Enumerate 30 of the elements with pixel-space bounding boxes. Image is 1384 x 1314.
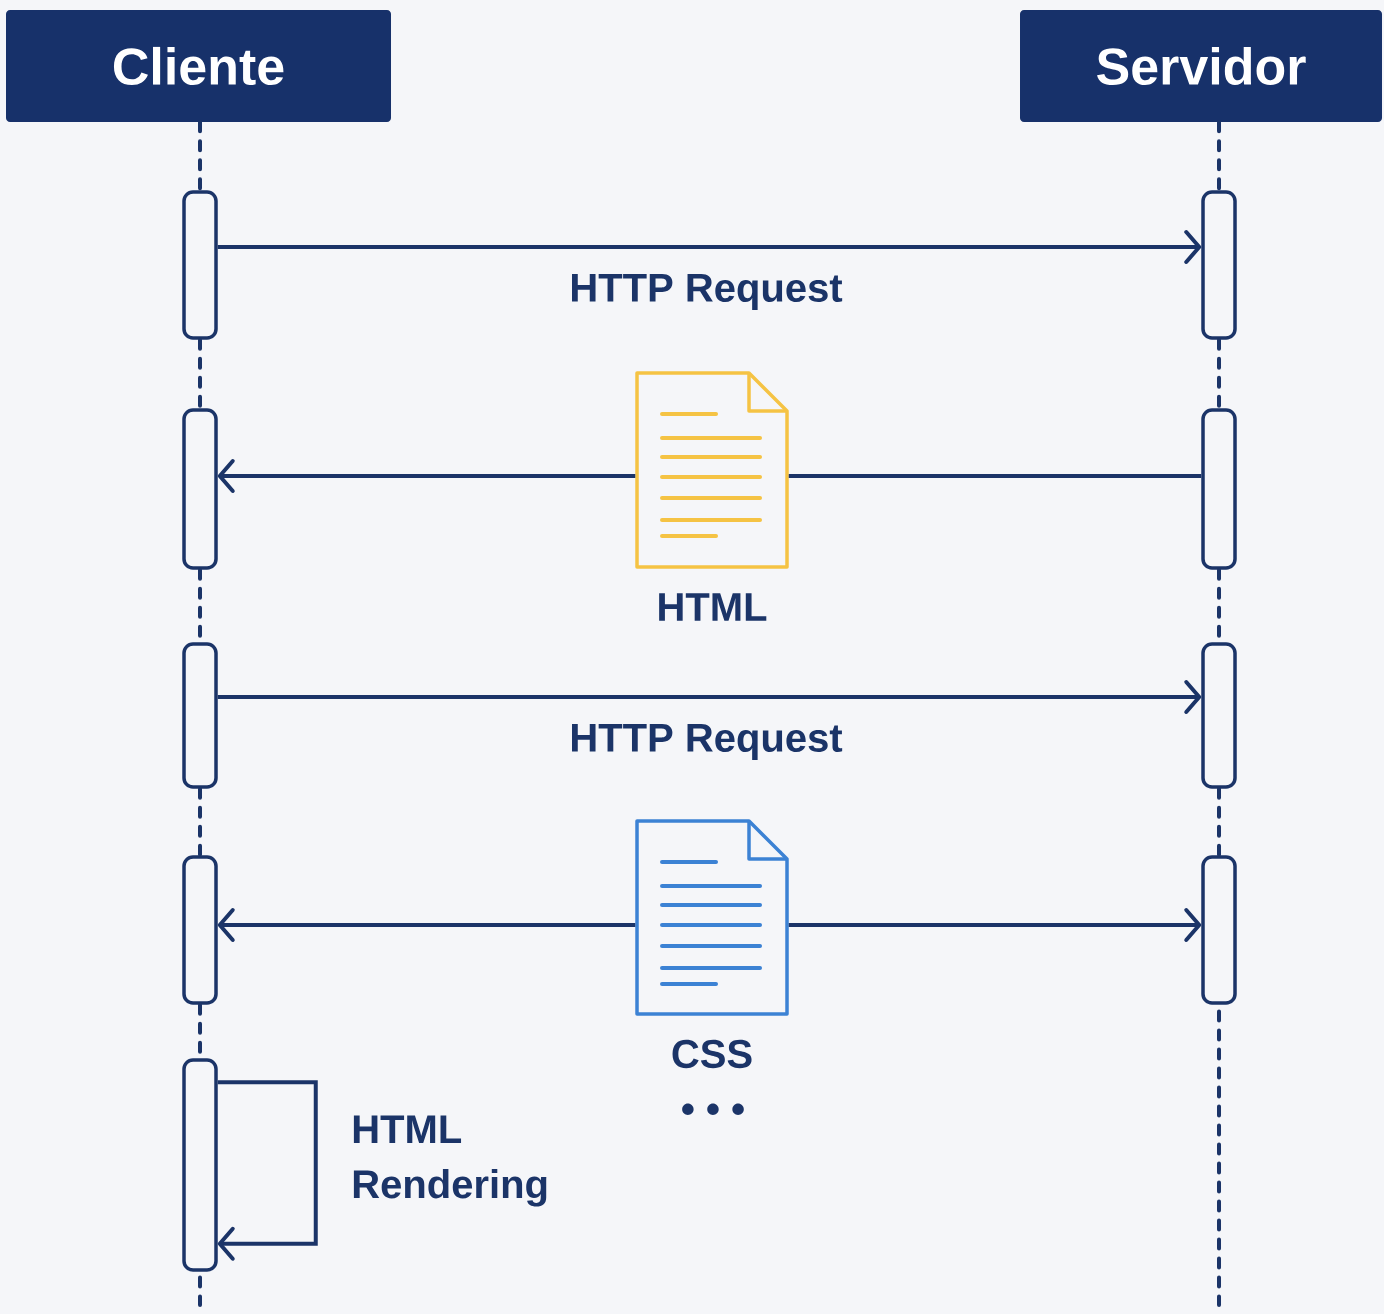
- line: [788, 474, 1202, 478]
- loop-arrow: [217, 1080, 318, 1261]
- header-box: Servidor: [1020, 10, 1382, 122]
- activation-bar: [1201, 855, 1237, 1005]
- lifeline: [198, 337, 202, 411]
- lifeline: [1217, 120, 1221, 193]
- arrow: [217, 680, 1202, 714]
- file-label: HTML: [659, 593, 767, 621]
- ellipsis: • • •: [682, 1103, 744, 1116]
- edge-label: HTTP Request: [572, 274, 843, 310]
- lifeline: [198, 120, 202, 193]
- activation-bar: [182, 408, 218, 570]
- arrow: [217, 459, 636, 493]
- lifeline: [1217, 337, 1221, 411]
- edge-label: HTML Rendering: [353, 1115, 547, 1207]
- activation-bar: [1201, 190, 1237, 340]
- file-label: CSS: [672, 1039, 752, 1069]
- lifeline: [198, 786, 202, 858]
- activation-bar: [1201, 408, 1237, 570]
- activation-bar: [182, 190, 218, 340]
- arrow: [788, 908, 1202, 942]
- edge-label: HTTP Request: [572, 724, 843, 760]
- activation-bar: [182, 855, 218, 1005]
- arrow: [217, 230, 1202, 264]
- activation-bar: [1201, 642, 1237, 789]
- arrow: [217, 908, 636, 942]
- lifeline: [1217, 786, 1221, 858]
- header-box: Cliente: [6, 10, 391, 122]
- activation-bar: [182, 1058, 218, 1272]
- activation-bar: [182, 642, 218, 789]
